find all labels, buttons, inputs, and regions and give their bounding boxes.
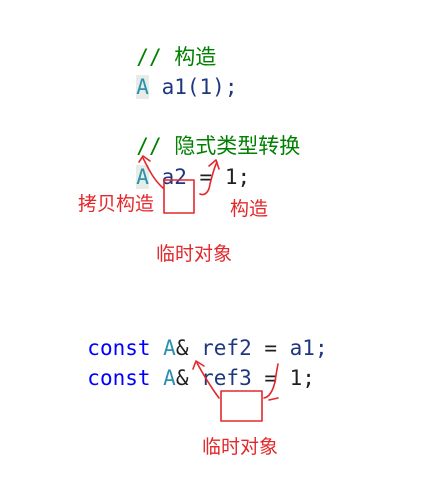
temp-object-box-2: [220, 390, 263, 422]
variable-ref3: ref3: [201, 366, 252, 390]
keyword-const: const: [87, 336, 151, 360]
comment-construct: // 构造: [136, 45, 217, 69]
label-copy-construct: 拷贝构造: [78, 193, 155, 215]
code-line-a2: A a2 = 1;: [111, 138, 250, 190]
temp-object-box-1: [163, 179, 195, 214]
type-name-a: A: [163, 336, 176, 360]
variable-ref2: ref2: [201, 336, 252, 360]
arrowhead-copy-construct: [138, 155, 151, 163]
comment-implicit-conversion: // 隐式类型转换: [136, 134, 301, 158]
ampersand: &: [175, 366, 189, 390]
type-name-a: A: [136, 165, 149, 189]
label-temp-object-2: 临时对象: [202, 436, 279, 458]
arrowhead-ref3: [192, 360, 205, 370]
code-line-a1: A a1(1);: [111, 48, 237, 100]
code-line-comment-implicit: // 隐式类型转换: [111, 107, 300, 159]
type-name-a: A: [136, 75, 149, 99]
label-temp-object-1: 临时对象: [156, 243, 233, 265]
assign-one: = 1;: [186, 165, 251, 189]
arrow-ref3: [196, 362, 220, 399]
keyword-const: const: [87, 366, 151, 390]
arrow-literal-one: [263, 363, 279, 399]
code-line-comment-construct: // 构造: [111, 18, 216, 70]
arrow-construct: [199, 161, 218, 196]
ampersand: &: [175, 336, 189, 360]
label-construct: 构造: [230, 198, 269, 220]
code-a1-call: a1(1);: [161, 75, 238, 99]
type-name-a: A: [163, 366, 176, 390]
arrowhead-construct: [208, 159, 220, 170]
assign-op: =: [251, 336, 290, 360]
code-line-ref3: const A& ref3 = 1;: [62, 339, 315, 391]
code-line-ref2: const A& ref2 = a1;: [62, 309, 328, 361]
tick-literal-one: [268, 397, 279, 401]
value-a1: a1;: [289, 336, 328, 360]
value-one: 1;: [289, 366, 315, 390]
arrow-copy-construct: [142, 157, 164, 189]
variable-a2: a2: [161, 165, 187, 189]
